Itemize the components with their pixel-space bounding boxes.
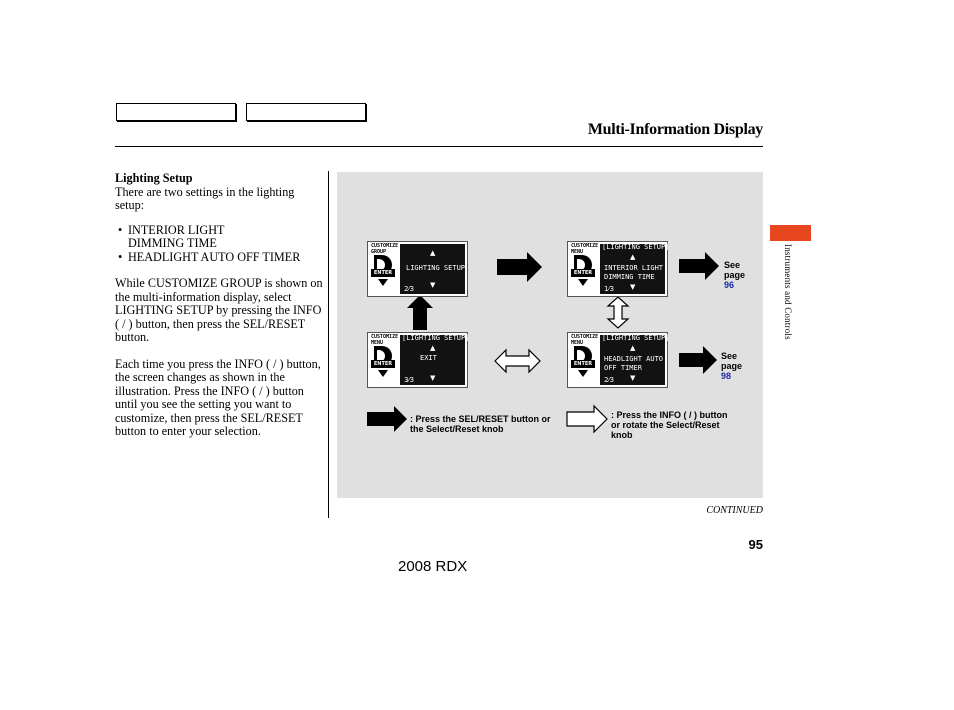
down-arrow-icon: ▼: [630, 283, 636, 291]
white-arrow-horizontal: [494, 348, 541, 374]
down-triangle-icon: [578, 370, 588, 377]
header-rule: [115, 146, 763, 147]
page-link-96[interactable]: 96: [724, 280, 735, 290]
down-arrow-icon: ▼: [430, 281, 436, 289]
enter-icon: ENTER: [371, 360, 395, 368]
model-label: 2008 RDX: [398, 558, 468, 575]
settings-list: INTERIOR LIGHT DIMMING TIME HEADLIGHT AU…: [115, 223, 325, 265]
black-arrow-right-top: [497, 252, 542, 282]
enter-icon: ENTER: [571, 269, 595, 277]
section-body: Lighting Setup There are two settings in…: [115, 171, 325, 439]
up-arrow-icon: ▲: [430, 344, 436, 352]
page-title: Multi-Information Display: [587, 121, 763, 138]
down-triangle-icon: [378, 279, 388, 286]
down-triangle-icon: [378, 370, 388, 377]
enter-icon: ENTER: [571, 360, 595, 368]
nav-box-1[interactable]: [116, 103, 236, 121]
display-screen-customize-group: CUSTOMIZE GROUP ENTER ▲ LIGHTING SETUP ▼…: [367, 241, 468, 297]
paragraph-2: Each time you press the INFO ( / ) butto…: [115, 356, 321, 438]
list-item: HEADLIGHT AUTO OFF TIMER: [115, 250, 325, 265]
section-tab-marker: [770, 225, 811, 241]
section-heading: Lighting Setup: [115, 171, 193, 185]
legend-white-arrow: [566, 404, 608, 434]
black-arrow-to-page-96: [679, 252, 719, 280]
page-number: 95: [748, 537, 763, 552]
down-arrow-icon: ▼: [630, 374, 636, 382]
black-arrow-to-page-98: [679, 346, 717, 374]
down-triangle-icon: [578, 279, 588, 286]
display-screen-headlight-timer: CUSTOMIZE MENU ENTER [LIGHTING SETUP] ▲ …: [567, 332, 669, 388]
legend-black-arrow-text: : Press the SEL/RESET button or the Sele…: [410, 414, 551, 434]
section-tab-label: Instruments and Controls: [783, 244, 793, 340]
black-arrow-up: [407, 295, 433, 330]
legend-white-arrow-text: : Press the INFO ( / ) button or rotate …: [611, 410, 728, 440]
display-screen-interior-light: CUSTOMIZE MENU ENTER [LIGHTING SETUP] ▲ …: [567, 241, 669, 297]
column-divider: [328, 171, 329, 518]
see-page-ref-96: See page 96: [724, 260, 746, 290]
page-link-98[interactable]: 98: [721, 371, 732, 381]
paragraph-1: While CUSTOMIZE GROUP is shown on the mu…: [115, 276, 323, 344]
enter-icon: ENTER: [371, 269, 395, 277]
continued-label: CONTINUED: [706, 505, 763, 516]
intro-text: There are two settings in the lighting s…: [115, 184, 295, 212]
see-page-ref-98: See page 98: [721, 351, 743, 381]
up-arrow-icon: ▲: [630, 253, 636, 261]
white-arrow-vertical: [606, 296, 630, 329]
up-arrow-icon: ▲: [430, 249, 436, 257]
down-arrow-icon: ▼: [430, 374, 436, 382]
legend-black-arrow: [367, 406, 407, 432]
up-arrow-icon: ▲: [630, 344, 636, 352]
display-screen-exit: CUSTOMIZE MENU ENTER [LIGHTING SETUP] ▲ …: [367, 332, 469, 388]
list-item: INTERIOR LIGHT DIMMING TIME: [115, 223, 325, 251]
nav-box-2[interactable]: [246, 103, 366, 121]
